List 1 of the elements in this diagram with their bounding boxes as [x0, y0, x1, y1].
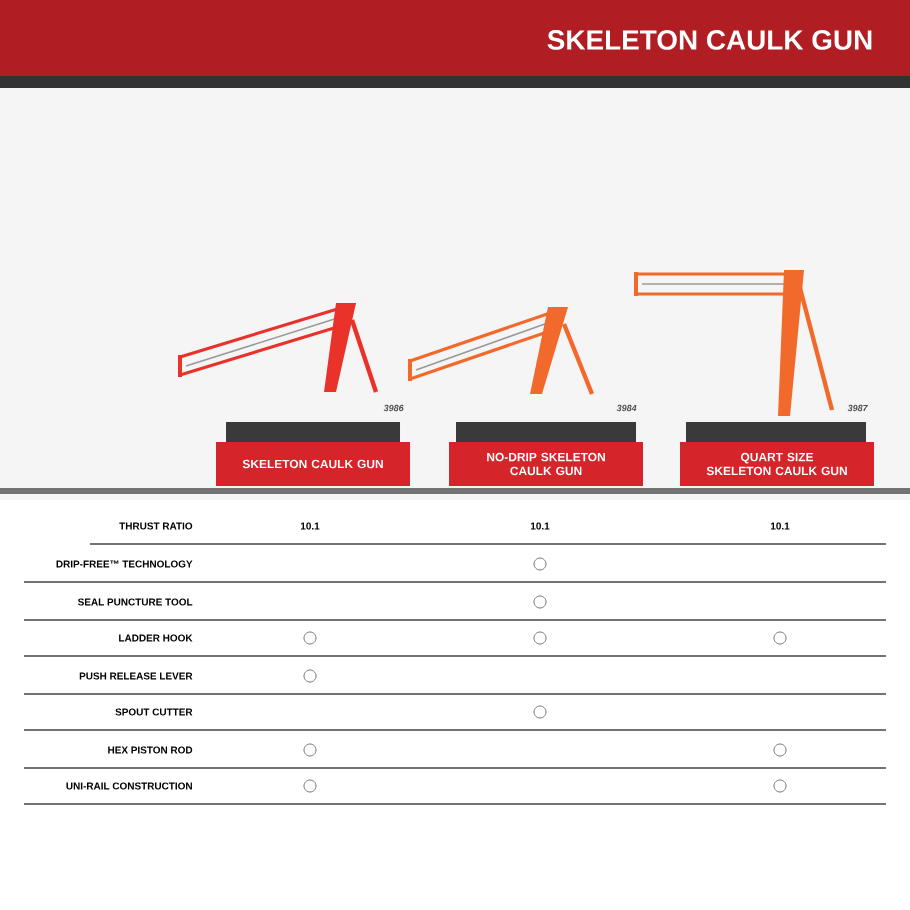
title: SKELETON CAULK GUN — [547, 30, 872, 50]
